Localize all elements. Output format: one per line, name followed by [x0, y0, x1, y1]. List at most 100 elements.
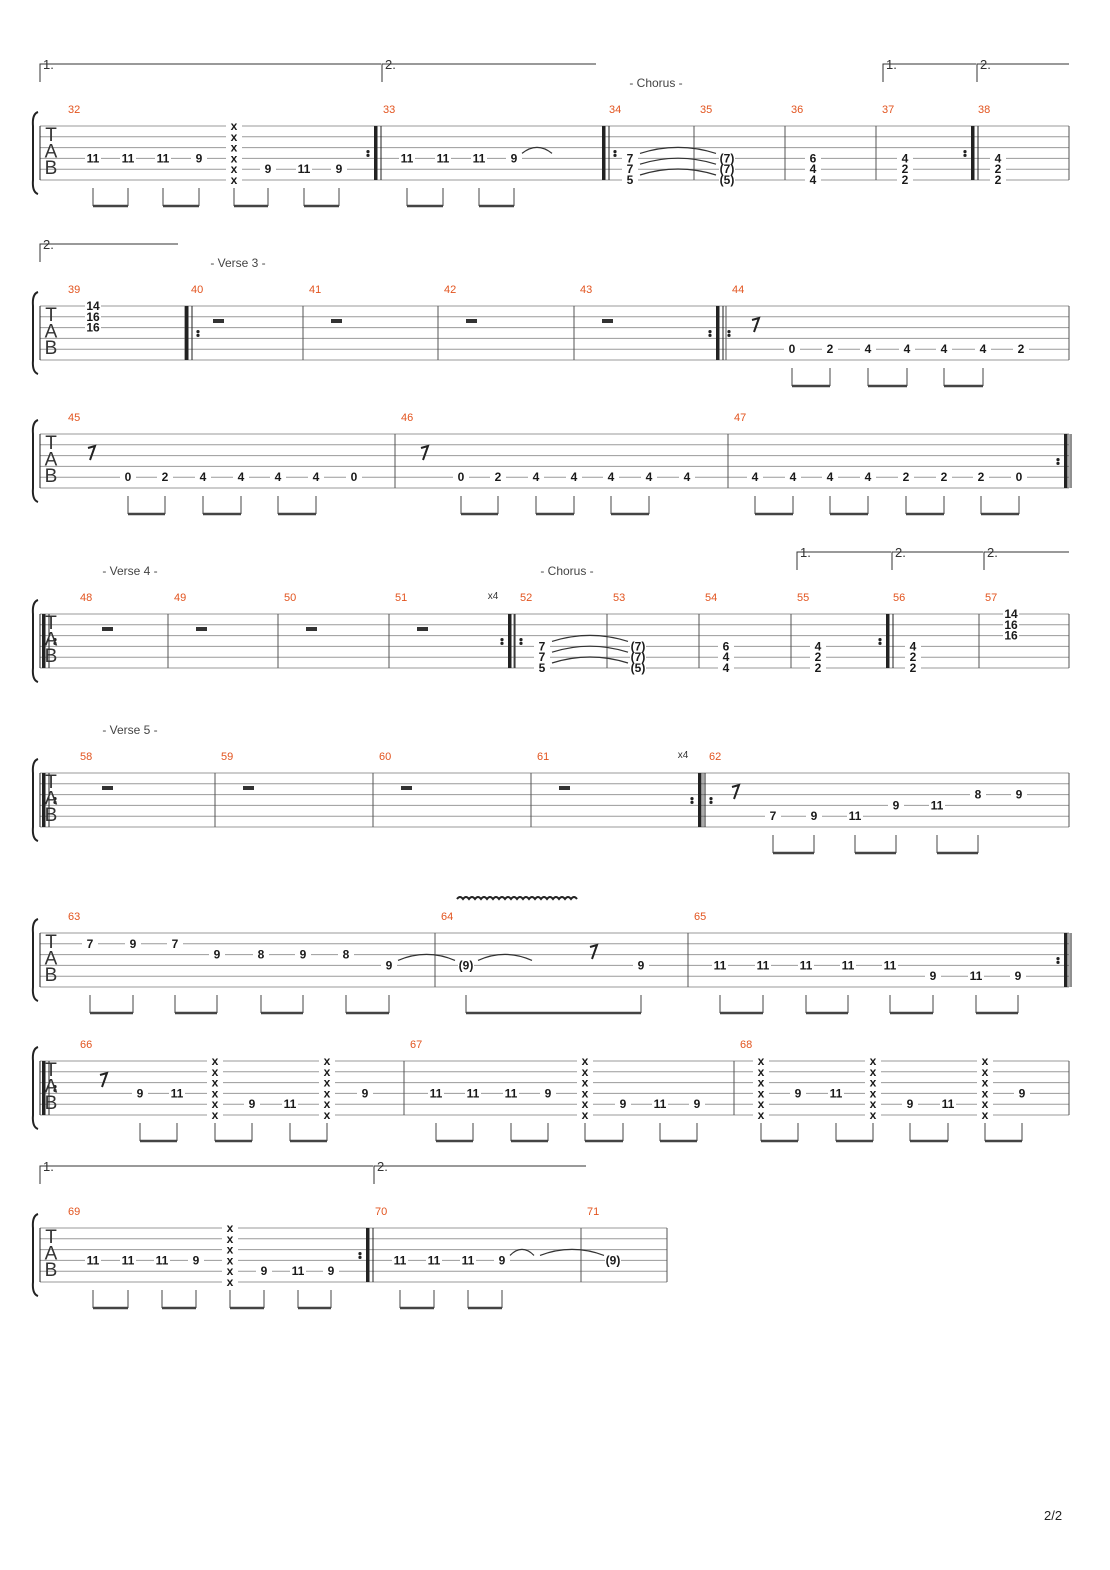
fret-number: 11	[298, 162, 311, 176]
fret-mask	[155, 152, 171, 164]
tab-clef-letter: T	[45, 125, 57, 146]
fret-number: 4	[313, 470, 320, 484]
fret-number: 2	[902, 162, 909, 176]
fret-number: x	[982, 1108, 989, 1122]
volta-bracket	[882, 63, 976, 82]
fret-number: 11	[171, 1086, 184, 1100]
fret-mask	[973, 471, 989, 483]
fret-mask	[718, 640, 734, 652]
fret-mask	[207, 1065, 223, 1077]
repeat-dot	[366, 150, 370, 154]
fret-number: x	[982, 1054, 989, 1068]
fret-number: 9	[196, 151, 203, 165]
fret-mask	[331, 163, 347, 175]
fret-mask	[865, 1076, 881, 1088]
repeat-dot	[878, 641, 882, 646]
volta-bracket	[983, 551, 1069, 570]
fret-mask	[860, 471, 876, 483]
fret-mask	[222, 1254, 238, 1266]
fret-mask	[977, 1076, 993, 1088]
fret-number: 4	[646, 470, 653, 484]
fret-mask	[577, 1098, 593, 1110]
fret-number: 9	[511, 151, 518, 165]
fret-mask	[338, 948, 354, 960]
fret-number: x	[324, 1054, 331, 1068]
section-label: - Verse 5 -	[102, 723, 157, 737]
fret-number: 11	[437, 151, 450, 165]
fret-mask	[226, 163, 242, 175]
fret-number: 11	[87, 151, 100, 165]
fret-mask	[222, 1222, 238, 1233]
fret-number: 11	[970, 969, 983, 983]
fret-number: 4	[238, 470, 245, 484]
fret-mask	[471, 152, 487, 164]
fret-mask	[460, 1254, 476, 1266]
fret-number: x	[582, 1076, 589, 1090]
tab-clef-letter: T	[45, 305, 57, 326]
fret-mask	[566, 471, 582, 483]
fret-number: 7	[539, 639, 546, 653]
repeat-barline	[1064, 434, 1068, 488]
volta-label: 2.	[377, 1159, 388, 1174]
fret-number: 9	[328, 1264, 335, 1278]
fret-number: 9	[265, 162, 272, 176]
tab-clef-letter: T	[45, 772, 57, 793]
fret-mask	[290, 1265, 306, 1277]
fret-mask	[534, 640, 550, 652]
repeat-dot	[196, 333, 200, 337]
fret-mask	[828, 1087, 844, 1099]
rest-symbol	[331, 319, 342, 323]
repeat-barline	[508, 614, 512, 668]
fret-mask	[577, 1076, 593, 1088]
volta-label: 1.	[800, 545, 811, 560]
fret-number: 4	[752, 470, 759, 484]
fret-number: x	[212, 1108, 219, 1122]
fret-mask	[191, 152, 207, 164]
fret-mask	[577, 1065, 593, 1077]
tie-arc	[639, 168, 717, 176]
fret-number: 2	[910, 661, 917, 675]
fret-mask	[490, 471, 506, 483]
repeat-barline	[716, 306, 720, 360]
fret-number: (9)	[459, 958, 474, 972]
repeat-dot	[708, 330, 712, 334]
volta-label: 2.	[987, 545, 998, 560]
repeat-dot	[708, 333, 712, 337]
repeat-barline	[42, 614, 46, 668]
fret-number: 2	[495, 470, 502, 484]
measure-number: 51	[395, 592, 407, 604]
fret-number: 7	[627, 162, 634, 176]
repeat-barline	[42, 1061, 46, 1115]
fret-mask	[905, 640, 921, 652]
fret-number: x	[758, 1086, 765, 1100]
measure-number: 67	[410, 1039, 422, 1051]
fret-number: 4	[723, 661, 730, 675]
fret-number: 4	[980, 342, 987, 356]
fret-number: 0	[789, 342, 796, 356]
volta-label: 2.	[980, 57, 991, 72]
tab-clef-letter: B	[45, 805, 58, 826]
fret-mask	[222, 1265, 238, 1277]
fret-mask	[615, 1098, 631, 1110]
fret-mask	[753, 1055, 769, 1066]
fret-number: x	[212, 1076, 219, 1090]
fret-mask	[865, 1109, 881, 1120]
section-label: - Verse 3 -	[210, 256, 265, 270]
fret-number: 7	[770, 809, 777, 823]
fret-number: 2	[941, 470, 948, 484]
fret-number: 11	[156, 1253, 169, 1267]
fret-number: (9)	[606, 1253, 621, 1267]
rest-symbol	[466, 319, 477, 323]
measure-number: 39	[68, 284, 80, 296]
fret-mask	[765, 810, 781, 822]
fret-mask	[207, 1076, 223, 1088]
fret-mask	[897, 163, 913, 175]
repeat-dot	[690, 800, 694, 805]
fret-mask	[453, 471, 469, 483]
fret-mask	[222, 1243, 238, 1255]
fret-number: x	[758, 1054, 765, 1068]
measure-number: 46	[401, 412, 413, 424]
fret-number: x	[231, 141, 238, 155]
fret-mask	[805, 174, 821, 185]
repeat-dot	[613, 150, 617, 154]
